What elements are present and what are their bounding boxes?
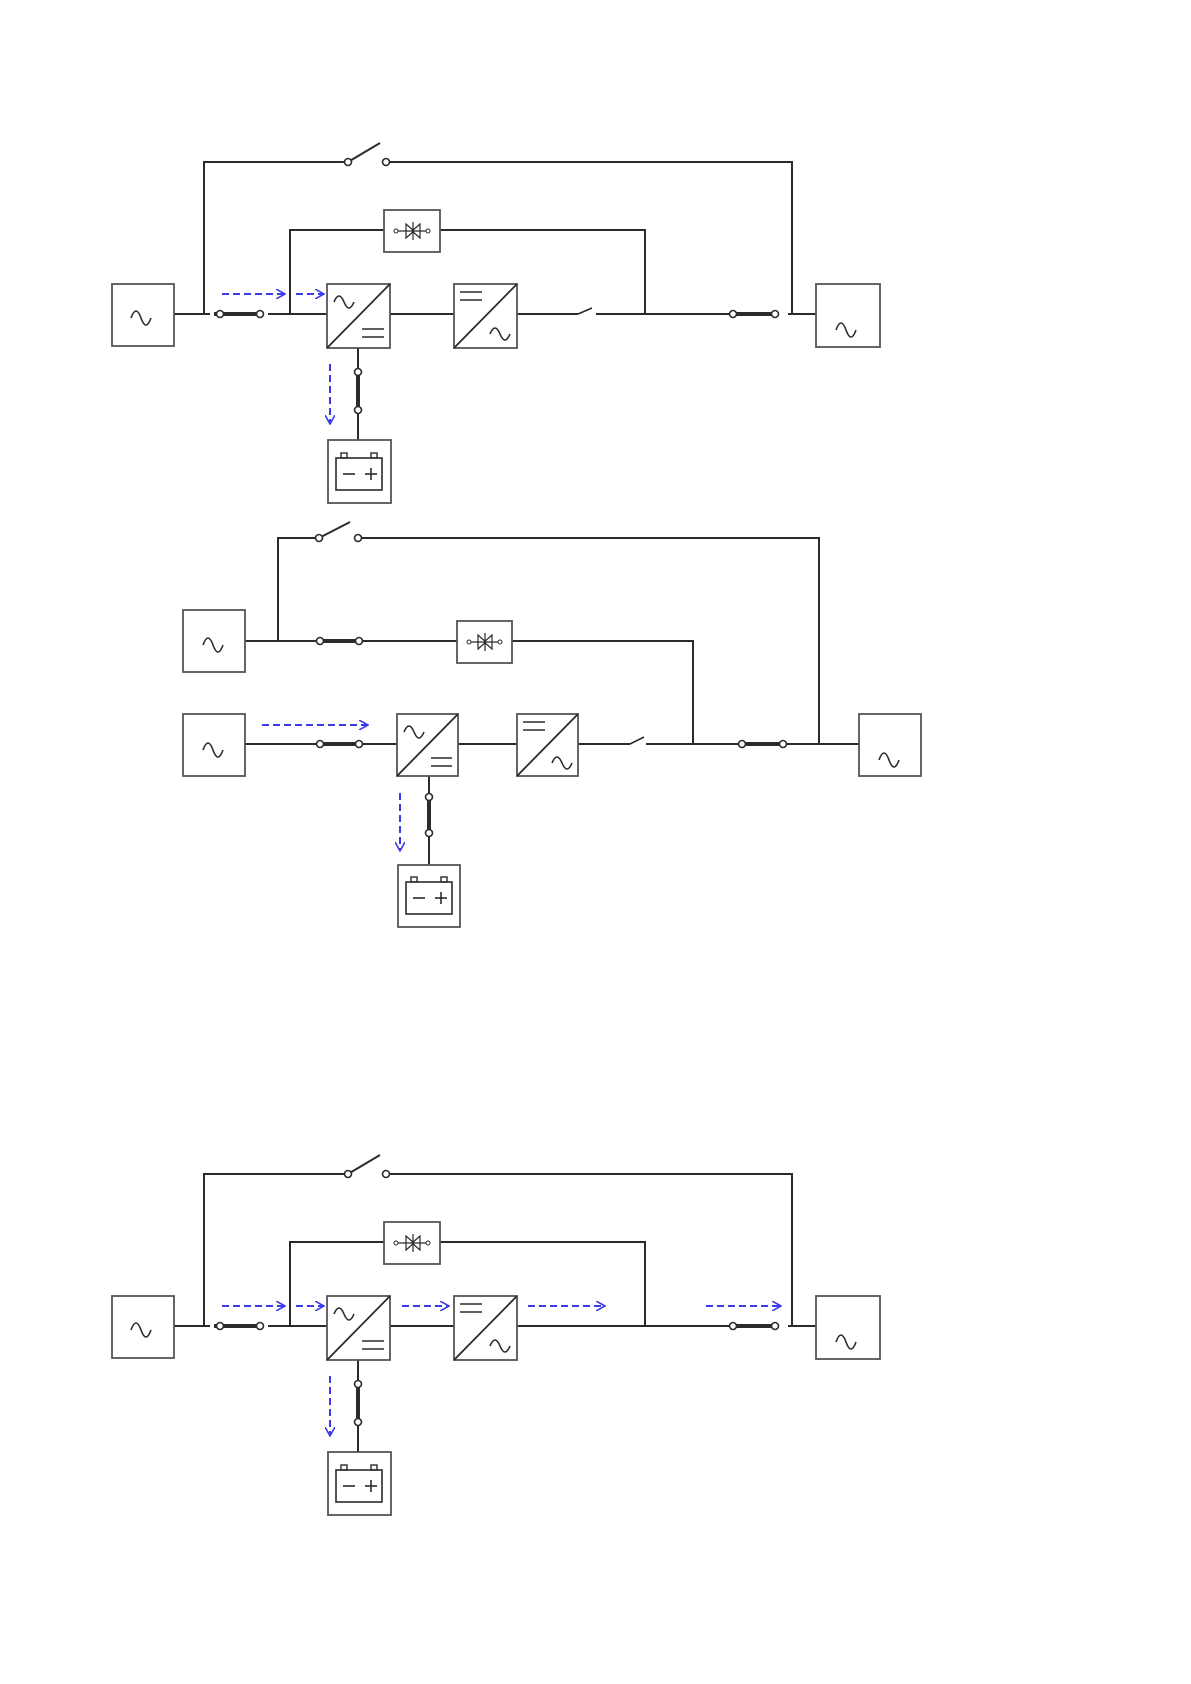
manual-bypass-switch-icon [316, 522, 362, 542]
battery-breaker [355, 1381, 362, 1426]
static-switch-icon [384, 210, 440, 252]
output-breaker [739, 741, 787, 748]
input-breaker [317, 741, 363, 748]
inverter-icon [454, 1296, 517, 1360]
battery-icon [328, 1452, 391, 1515]
battery-breaker [355, 369, 362, 414]
ac-source-icon [112, 1296, 174, 1358]
static-switch-icon [457, 621, 512, 663]
manual-bypass-switch-icon [345, 143, 390, 166]
ac-load-icon [816, 284, 880, 347]
diagram-2 [183, 522, 921, 927]
battery-breaker [426, 794, 433, 837]
diagram-1 [112, 143, 880, 503]
ac-load-icon [816, 1296, 880, 1359]
output-switch [630, 737, 644, 744]
wires [245, 538, 859, 865]
bypass-source-icon [183, 610, 245, 672]
rectifier-icon [397, 714, 458, 776]
output-breaker [730, 311, 779, 318]
bypass-breaker [317, 638, 363, 645]
diagram-3 [112, 1155, 880, 1515]
output-switch [578, 308, 592, 314]
input-breaker [214, 311, 264, 318]
static-switch-icon [384, 1222, 440, 1264]
rectifier-icon [327, 1296, 390, 1360]
ac-source-icon [183, 714, 245, 776]
output-breaker [730, 1323, 779, 1330]
battery-icon [328, 440, 391, 503]
input-breaker [214, 1323, 264, 1330]
ac-source-icon [112, 284, 174, 346]
rectifier-icon [327, 284, 390, 348]
inverter-icon [517, 714, 578, 776]
inverter-icon [454, 284, 517, 348]
ac-load-icon [859, 714, 921, 776]
manual-bypass-switch-icon [345, 1155, 390, 1178]
battery-icon [398, 865, 460, 927]
